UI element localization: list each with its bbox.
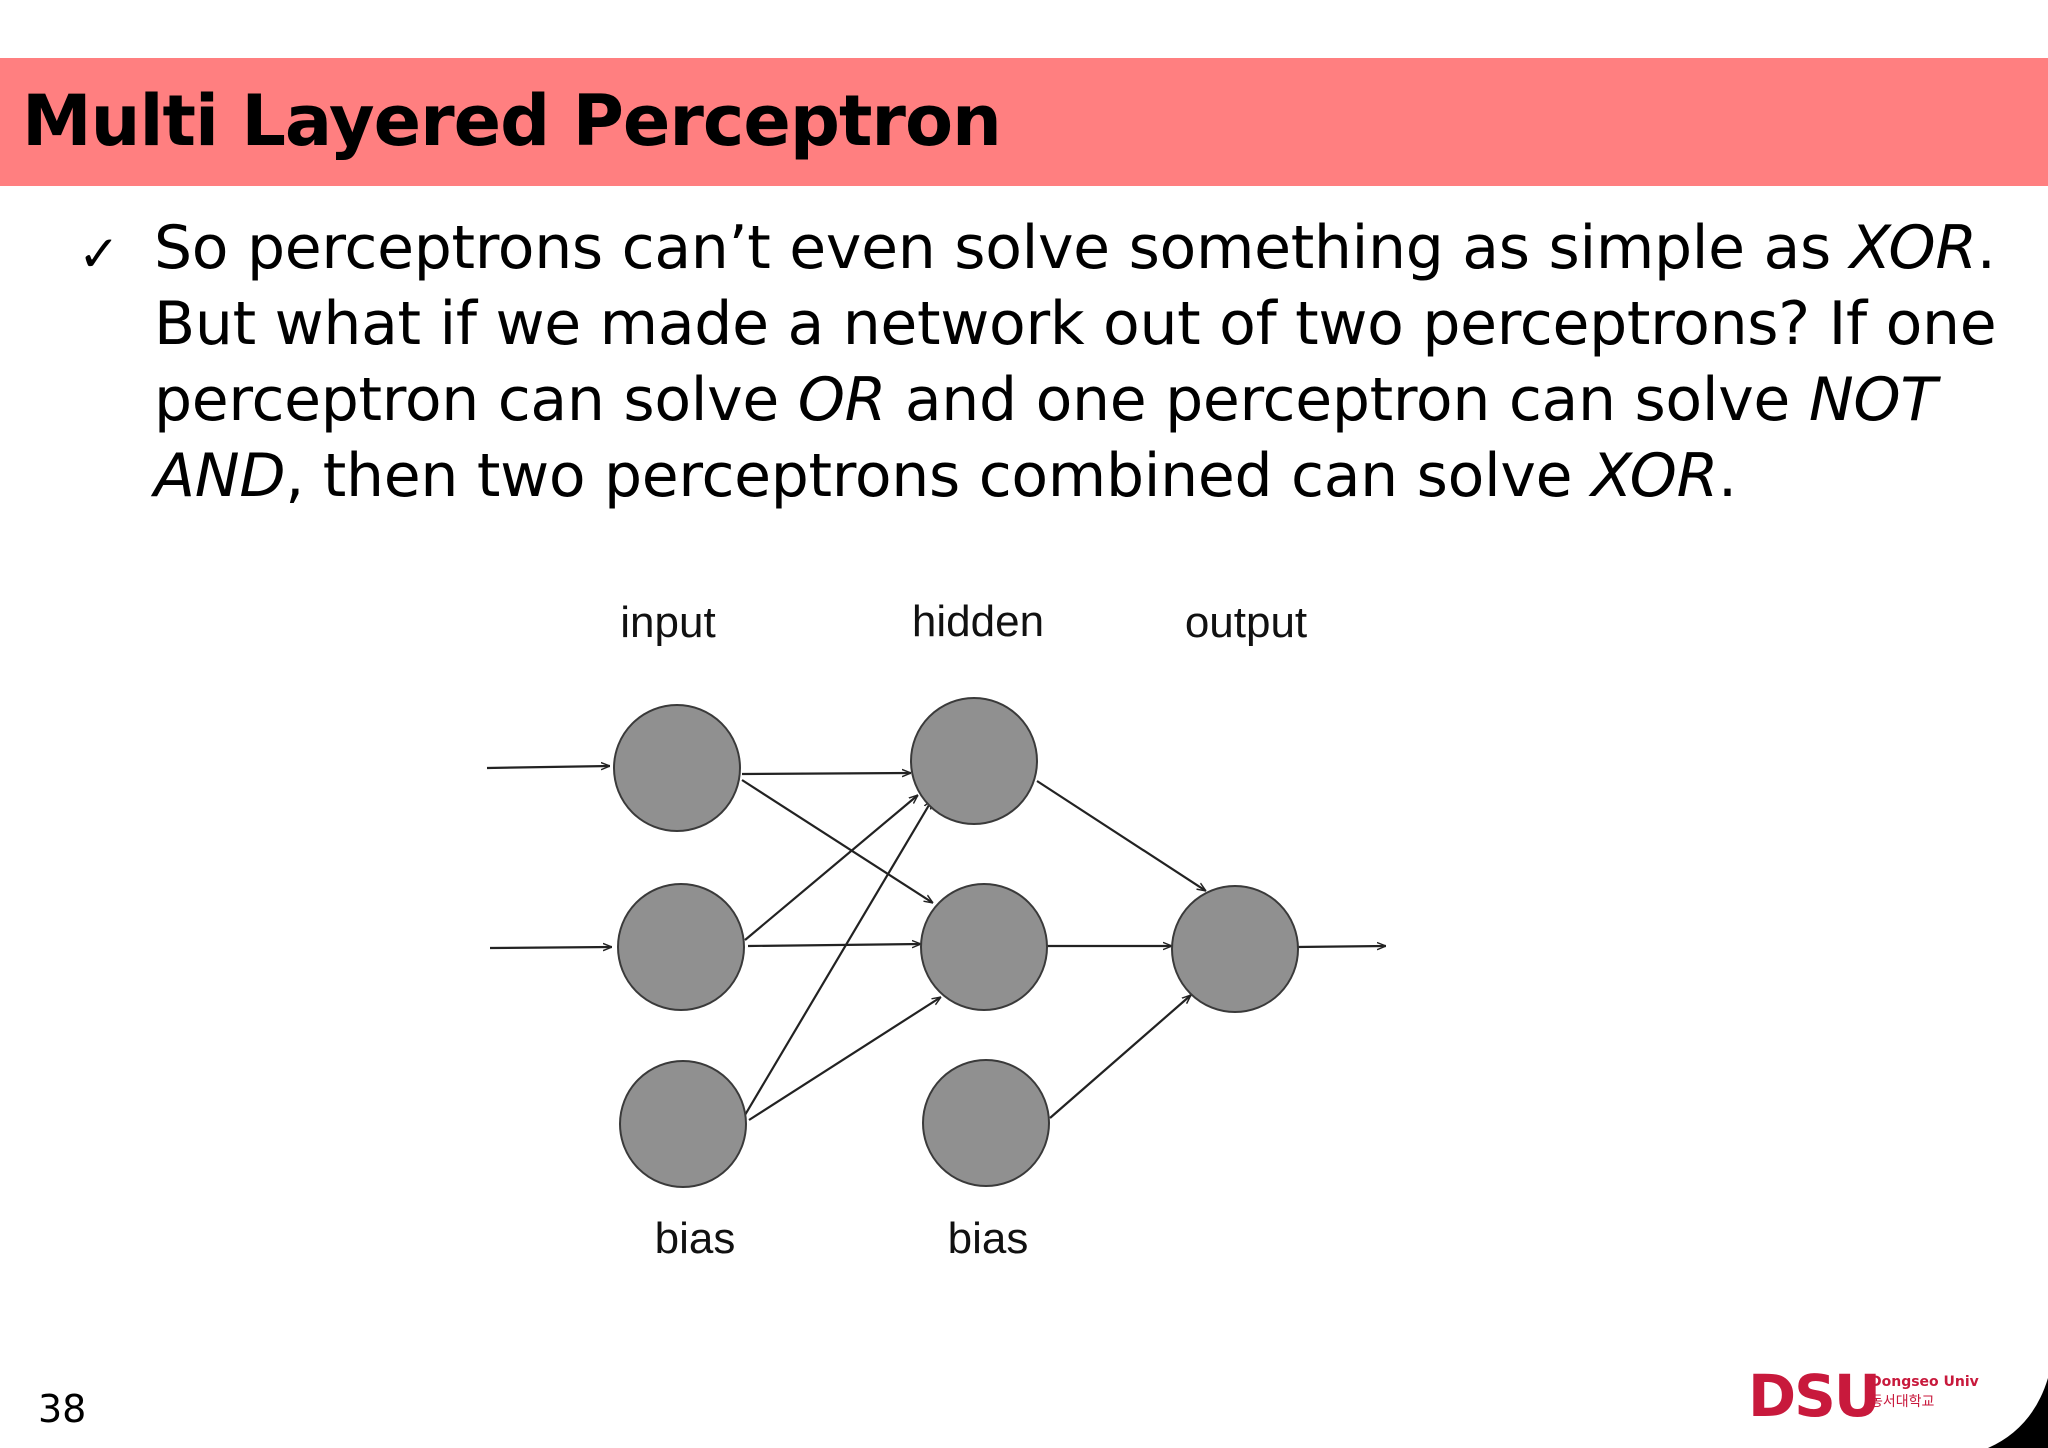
edge-out	[1295, 946, 1386, 947]
edge-b2-o	[1049, 995, 1191, 1119]
bullet-segment-italic: XOR	[1591, 441, 1718, 511]
edge-i2-h1	[744, 795, 918, 941]
bullet-segment-italic: NOT AND	[154, 365, 1937, 511]
edge-in1	[486, 766, 610, 768]
output-node	[1171, 885, 1299, 1013]
input-bias-node	[619, 1060, 747, 1188]
nodes	[613, 697, 1299, 1188]
bullet-segment: .	[1717, 441, 1737, 511]
edge-h1-o	[1036, 780, 1206, 891]
input-layer-label: input	[620, 598, 715, 647]
bullet-text: So perceptrons can’t even solve somethin…	[154, 210, 2048, 514]
input-node-1	[613, 704, 741, 832]
logo-name-en: Dongseo Univ	[1870, 1374, 1979, 1390]
bullet-segment: and one perceptron can solve	[886, 365, 1809, 435]
corner-decoration	[1988, 1378, 2048, 1448]
edge-b1-h2	[748, 997, 941, 1121]
slide-title: Multi Layered Perceptron	[22, 80, 1002, 162]
bullet-segment: So perceptrons can’t even solve somethin…	[154, 213, 1850, 283]
logo-name-ko: 동서대학교	[1870, 1394, 1935, 1410]
output-layer-label: output	[1185, 598, 1307, 647]
edge-i1-h2	[741, 779, 933, 903]
input-node-2	[617, 883, 745, 1011]
hidden-layer-label: hidden	[912, 597, 1044, 646]
bullet-segment: , then two perceptrons combined can solv…	[285, 441, 1591, 511]
edge-b1-h1	[744, 800, 932, 1116]
hidden-node-2	[920, 883, 1048, 1011]
edge-i1-h1	[741, 773, 911, 774]
input-bias-label: bias	[655, 1214, 736, 1263]
page-number: 38	[38, 1387, 87, 1431]
bullet-segment-italic: OR	[797, 365, 887, 435]
checkmark-icon: ✓	[78, 225, 120, 283]
dsu-logo: DSU Dongseo Univ 동서대학교	[1748, 1362, 1979, 1430]
hidden-bias-node	[922, 1059, 1050, 1187]
edge-i2-h2	[747, 944, 921, 946]
title-bar: Multi Layered Perceptron	[0, 58, 2048, 186]
edges	[486, 766, 1386, 1121]
logo-mark: DSU	[1748, 1362, 1881, 1430]
hidden-node-1	[910, 697, 1038, 825]
network-svg: input hidden output	[486, 597, 1420, 1263]
bullet-segment-italic: XOR	[1849, 213, 1977, 283]
edge-in2	[489, 947, 612, 948]
hidden-bias-label: bias	[948, 1214, 1029, 1263]
mlp-diagram: input hidden output	[460, 580, 1420, 1320]
bullet-segment: . But what if we made a network out of t…	[154, 213, 1997, 435]
